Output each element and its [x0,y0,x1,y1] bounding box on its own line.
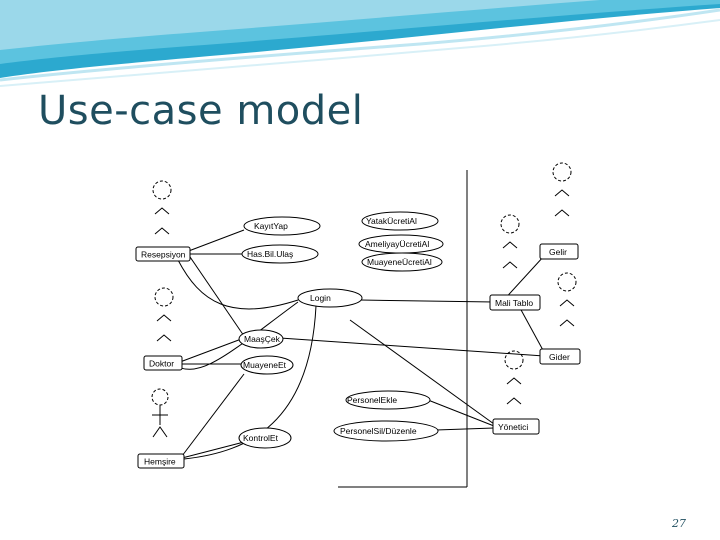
actor-doktor: Doktor [149,359,174,369]
use-case-label-login: Login [310,293,331,303]
mali-tablo-actor-figure [500,214,520,269]
use-case-login[interactable] [297,288,363,308]
actor-gelir: Gelir [549,247,567,257]
actor-box-hemsire[interactable] [137,453,185,469]
actor-hemsire: Hemşire [144,457,176,467]
use-case-diagram-svg: Resepsiyon Doktor Hemşire Gelir Mali Tab… [135,162,581,488]
use-case-label-maas-cek: MaaşÇek [244,334,281,344]
gelir-actor-figure-top [552,162,572,217]
actor-yonetici: Yönetici [498,422,528,432]
association-lines [171,229,545,460]
slide-title: Use-case model [38,88,364,134]
use-case-kontrol-et[interactable] [238,427,292,449]
actor-box-doktor[interactable] [143,355,183,371]
header-swoosh-decoration [0,0,720,87]
use-case-label-muayene-ucreti-al: MuayeneÜcretiAl [367,257,432,267]
use-case-kayit-yap[interactable] [243,216,321,236]
gider-actor-figure [557,272,577,327]
use-case-label-has-bil-ulas: Has.Bil.Ulaş [247,249,293,259]
actor-box-mali-tablo[interactable] [489,294,541,311]
use-case-personel-ekle[interactable] [345,390,431,410]
use-case-yatak-ucreti-al[interactable] [361,211,439,231]
slide-page-number: 27 [672,517,686,530]
use-case-diagram: Resepsiyon Doktor Hemşire Gelir Mali Tab… [120,152,600,497]
actor-gider: Gider [549,352,570,362]
doktor-actor-figure [154,287,174,342]
use-case-label-kayit-yap: KayıtYap [254,221,288,231]
yonetici-actor-figure [504,350,524,405]
actor-box-gider[interactable] [539,348,581,365]
actor-box-gelir[interactable] [539,243,579,260]
actor-box-yonetici[interactable] [492,418,540,435]
use-case-maas-cek[interactable] [238,329,284,349]
use-case-label-yatak-ucreti-al: YatakÜcretiAl [366,216,417,226]
actor-box-resepsiyon[interactable] [135,246,191,262]
hemsire-actor-figure [151,388,169,438]
actor-mali-tablo: Mali Tablo [495,298,533,308]
use-case-personel-sil-duzenle[interactable] [333,420,439,442]
actor-resepsiyon: Resepsiyon [141,250,186,260]
use-case-label-muayene-et: MuayeneEt [243,360,287,370]
use-case-label-personel-ekle: PersonelEkle [347,395,397,405]
resepsiyon-actor-figure [152,180,172,235]
use-case-label-personel-sil-duzenle: PersonelSil/Düzenle [340,426,417,436]
use-case-muayene-ucreti-al[interactable] [361,252,443,272]
use-case-muayene-et[interactable] [240,355,294,375]
use-case-label-ameliyay-ucreti-al: AmeliyayÜcretiAl [365,239,429,249]
use-case-has-bil-ulas[interactable] [241,244,319,264]
use-case-label-kontrol-et: KontrolEt [243,433,279,443]
